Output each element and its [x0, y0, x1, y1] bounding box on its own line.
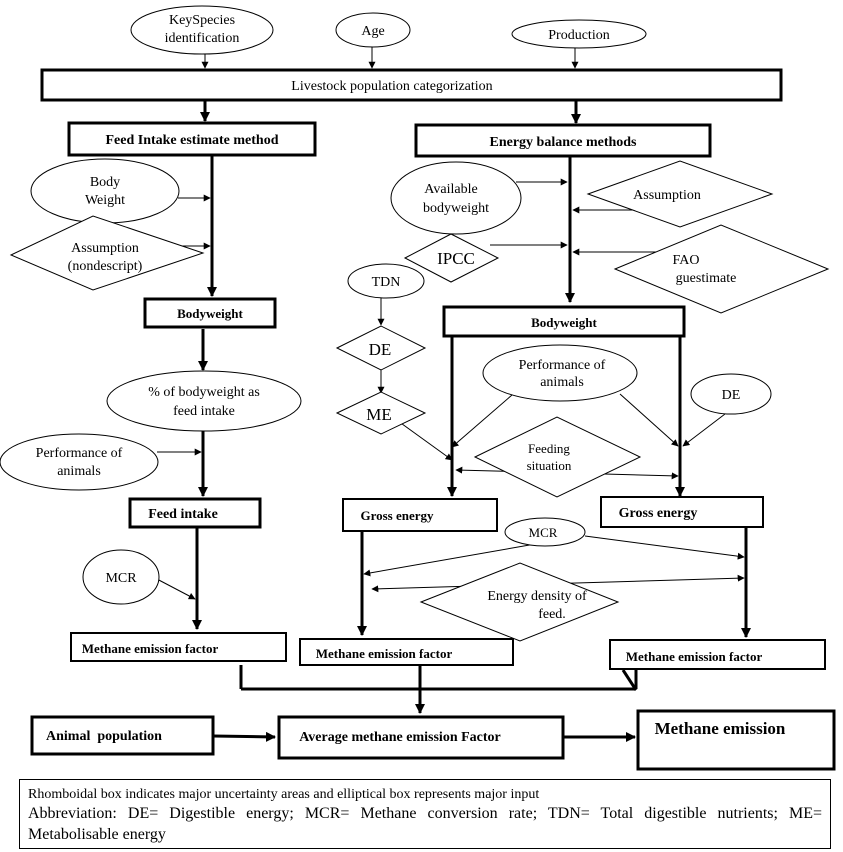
performance-right-label-2: animals — [540, 375, 584, 390]
connectors — [154, 45, 751, 742]
feed-intake-method-box — [67, 121, 317, 157]
performance-left-label-1: Performance of — [36, 446, 123, 461]
percent-bodyweight-ellipse — [106, 370, 302, 432]
feeding-situation-label-2: situation — [527, 458, 572, 473]
available-bodyweight-label-1: Available — [424, 182, 477, 197]
animal-population-label: Animal population — [46, 729, 162, 744]
bodyweight-right-label: Bodyweight — [531, 315, 597, 330]
tdn-ellipse — [347, 263, 425, 299]
animal-population-box — [30, 715, 215, 756]
body-weight-label-1: Body — [90, 175, 120, 190]
key-species-ellipse — [130, 5, 274, 55]
key-species-label-1: KeySpecies — [169, 13, 235, 28]
assumption-nondescript-label-2: (nondescript) — [68, 259, 143, 274]
feed-intake-method-label: Feed Intake estimate method — [105, 133, 278, 148]
methane-factor-right-box — [609, 639, 826, 670]
gross-energy-left-label: Gross energy — [360, 508, 434, 523]
livestock-categorization-label: Livestock population categorization — [291, 79, 492, 94]
livestock-categorization-box — [40, 68, 783, 102]
assumption-nondescript-label-1: Assumption — [71, 241, 139, 256]
ipcc-rhombus — [403, 233, 500, 283]
mcr-right-label: MCR — [529, 525, 558, 540]
gross-energy-left-box — [342, 498, 498, 532]
fao-label-1: FAO — [673, 253, 700, 268]
feed-intake-box — [128, 497, 262, 529]
methane-emission-box — [636, 709, 836, 771]
legend-note: Rhomboidal box indicates major uncertain… — [19, 779, 831, 849]
bodyweight-left-box — [143, 297, 277, 329]
energy-balance-method-label: Energy balance methods — [490, 135, 638, 150]
fao-label-2: guestimate — [676, 271, 737, 286]
average-factor-label: Average methane emission Factor — [299, 730, 501, 745]
body-weight-ellipse — [30, 158, 180, 224]
energy-balance-method-box — [414, 123, 712, 158]
mcr-left-ellipse — [82, 549, 160, 605]
methane-estimation-flowchart: KeySpecies identification Age Production… — [0, 5, 836, 771]
performance-right-label-1: Performance of — [519, 358, 606, 373]
body-weight-label-2: Weight — [85, 193, 125, 208]
methane-factor-mid-label: Methane emission factor — [316, 646, 453, 661]
energy-density-rhombus — [419, 562, 620, 642]
performance-left-ellipse — [0, 433, 159, 491]
methane-factor-mid-box — [299, 638, 514, 666]
energy-density-label-1: Energy density of — [487, 589, 587, 604]
production-ellipse — [511, 19, 647, 49]
assumption-nondescript-rhombus — [9, 215, 205, 291]
methane-factor-left-label: Methane emission factor — [82, 641, 219, 656]
available-bodyweight-label-2: bodyweight — [423, 201, 489, 216]
tdn-label: TDN — [372, 275, 401, 290]
available-bodyweight-ellipse — [390, 161, 522, 235]
production-label: Production — [548, 28, 609, 43]
me-label: ME — [366, 405, 392, 424]
de-left-rhombus — [335, 325, 427, 371]
percent-bodyweight-label-1: % of bodyweight as — [148, 385, 260, 400]
average-factor-box — [277, 715, 565, 760]
fao-rhombus — [613, 224, 830, 314]
mcr-right-ellipse — [504, 517, 586, 547]
age-label: Age — [361, 24, 384, 39]
energy-density-label-2: feed. — [538, 607, 566, 622]
legend-note-line2: Abbreviation: DE= Digestible energy; MCR… — [28, 805, 822, 843]
bodyweight-right-box — [442, 305, 686, 338]
methane-factor-left-box — [70, 632, 287, 662]
gross-energy-right-box — [600, 496, 764, 528]
ipcc-label: IPCC — [437, 249, 475, 268]
methane-factor-right-label: Methane emission factor — [626, 649, 763, 664]
bodyweight-left-label: Bodyweight — [177, 306, 243, 321]
age-ellipse — [335, 12, 411, 48]
mcr-left-label: MCR — [105, 571, 137, 586]
de-right-ellipse — [690, 373, 772, 415]
de-right-label: DE — [722, 388, 741, 403]
assumption-right-label: Assumption — [633, 188, 701, 203]
feeding-situation-label-1: Feeding — [528, 441, 570, 456]
performance-left-label-2: animals — [57, 464, 101, 479]
legend-note-line1: Rhomboidal box indicates major uncertain… — [28, 787, 540, 802]
key-species-label-2: identification — [165, 31, 240, 46]
me-rhombus — [335, 391, 427, 435]
de-left-label: DE — [369, 340, 392, 359]
methane-emission-label: Methane emission — [655, 719, 786, 738]
feed-intake-label: Feed intake — [148, 507, 218, 522]
percent-bodyweight-label-2: feed intake — [173, 404, 235, 419]
feeding-situation-rhombus — [473, 416, 642, 498]
assumption-right-rhombus — [586, 160, 774, 228]
gross-energy-right-label: Gross energy — [619, 506, 698, 521]
performance-right-ellipse — [482, 344, 638, 402]
